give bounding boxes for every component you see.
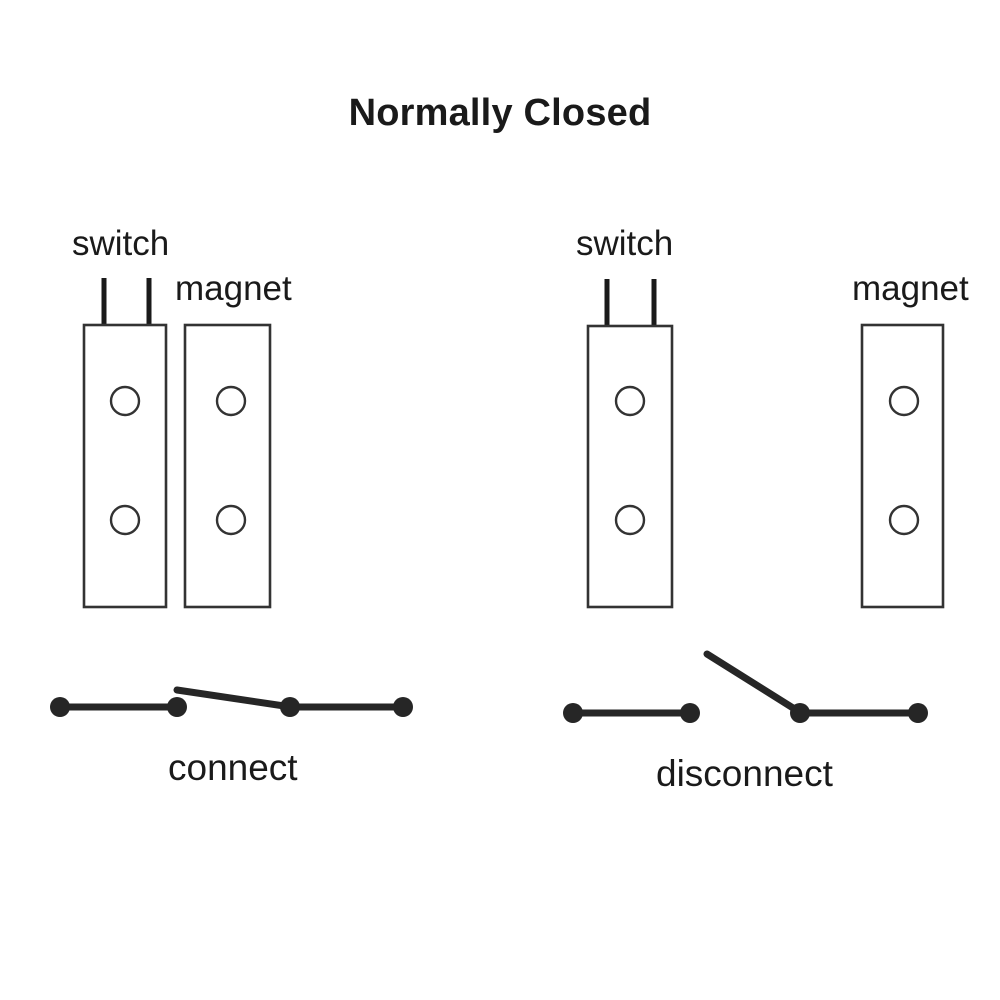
left-switch-hole-bottom bbox=[109, 504, 141, 536]
left-terminal-3 bbox=[280, 697, 300, 717]
panel-connect: switch magnet connect bbox=[50, 224, 413, 788]
right-switch-body bbox=[586, 324, 674, 609]
left-contact-arm-closed bbox=[173, 686, 295, 711]
page-title: Normally Closed bbox=[349, 92, 652, 134]
left-state-label: connect bbox=[168, 747, 298, 788]
right-magnet-hole-top bbox=[888, 385, 920, 417]
left-switch-label: switch bbox=[72, 224, 169, 263]
left-terminal-4 bbox=[393, 697, 413, 717]
left-magnet-hole-bottom bbox=[215, 504, 247, 536]
right-terminal-1 bbox=[563, 703, 583, 723]
right-switch-hole-top bbox=[614, 385, 646, 417]
left-magnet-hole-top bbox=[215, 385, 247, 417]
left-magnet-label: magnet bbox=[175, 269, 292, 308]
right-contact-arm-open bbox=[703, 650, 805, 717]
left-magnet-body bbox=[183, 323, 272, 609]
right-magnet-label: magnet bbox=[852, 269, 969, 308]
right-terminal-3 bbox=[790, 703, 810, 723]
left-switch-body bbox=[82, 323, 168, 609]
right-terminal-4 bbox=[908, 703, 928, 723]
right-terminal-2 bbox=[680, 703, 700, 723]
right-switch-label: switch bbox=[576, 224, 673, 263]
right-state-label: disconnect bbox=[656, 753, 834, 794]
right-switch-hole-bottom bbox=[614, 504, 646, 536]
right-magnet-body bbox=[860, 323, 945, 609]
left-terminal-2 bbox=[167, 697, 187, 717]
panel-disconnect: switch magnet disconnect bbox=[563, 224, 969, 794]
right-magnet-hole-bottom bbox=[888, 504, 920, 536]
left-switch-hole-top bbox=[109, 385, 141, 417]
left-terminal-1 bbox=[50, 697, 70, 717]
